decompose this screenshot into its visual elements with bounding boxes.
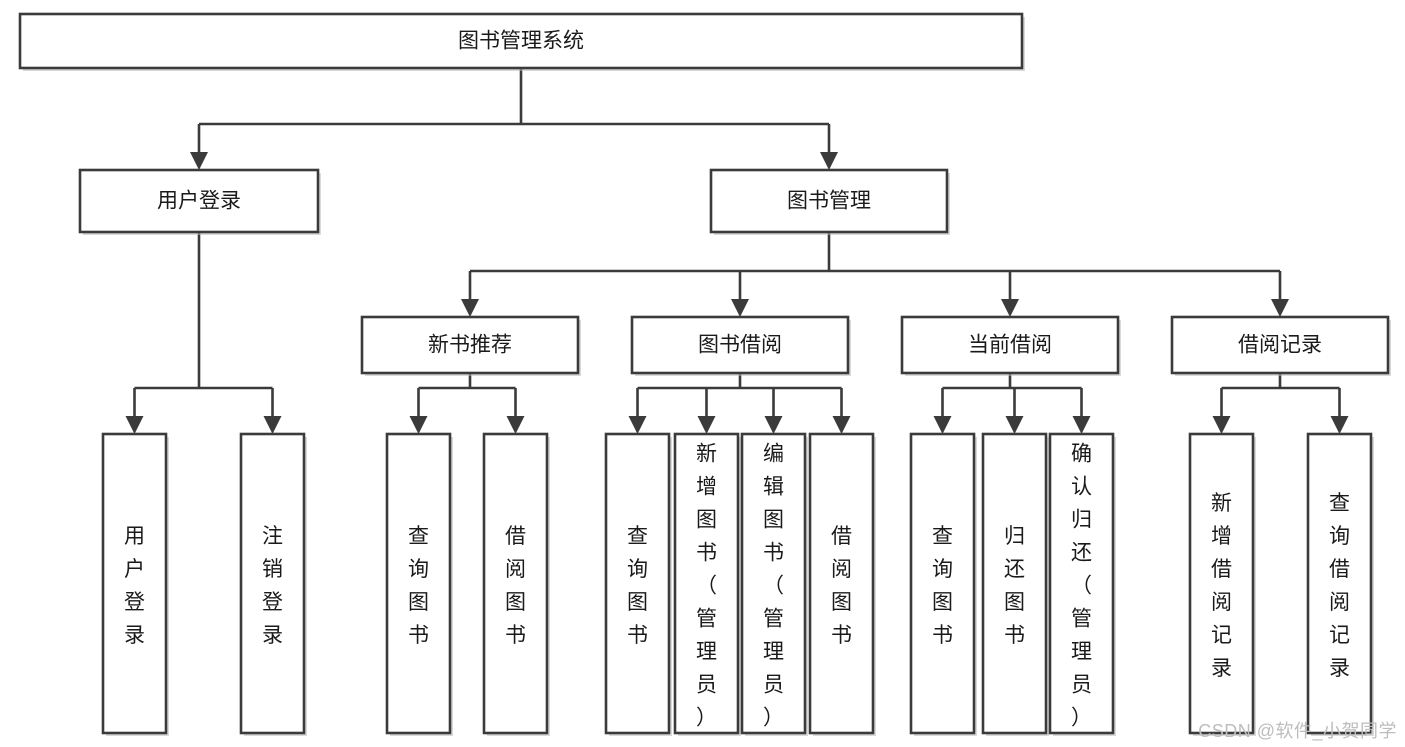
arrow-head-icon xyxy=(628,416,647,434)
node-leaf-query-book-current[interactable]: 查询图书 xyxy=(909,432,977,736)
node-leaf-query-book-recommend[interactable]: 查询图书 xyxy=(385,432,453,736)
node-label: 借阅图书 xyxy=(831,525,852,647)
node-label: 借阅记录 xyxy=(1238,334,1322,357)
node-box[interactable] xyxy=(740,432,807,735)
node-label: 图书借阅 xyxy=(698,334,782,357)
arrow-head-icon xyxy=(263,416,282,434)
node-user-login[interactable]: 用户登录 xyxy=(78,168,321,235)
node-box[interactable] xyxy=(981,432,1048,735)
node-leaf-query-borrow-record[interactable]: 查询借阅记录 xyxy=(1306,432,1374,736)
node-leaf-query-book-borrow[interactable]: 查询图书 xyxy=(604,432,672,736)
edge-group-new-book-recommend xyxy=(409,373,525,434)
node-new-book-recommend[interactable]: 新书推荐 xyxy=(360,315,581,376)
arrow-head-icon xyxy=(190,152,208,170)
node-leaf-return-book[interactable]: 归还图书 xyxy=(981,432,1049,736)
arrow-head-icon xyxy=(764,416,783,434)
node-box[interactable] xyxy=(78,168,320,234)
edges-layer xyxy=(125,68,1349,434)
node-box[interactable] xyxy=(1188,432,1255,735)
node-label: 查询图书 xyxy=(627,525,648,647)
edge-group-root xyxy=(190,68,838,170)
node-label: 注销登录 xyxy=(262,525,283,647)
node-label: 新增借阅记录 xyxy=(1211,492,1232,680)
node-book-borrow[interactable]: 图书借阅 xyxy=(630,315,851,376)
arrow-head-icon xyxy=(409,416,428,434)
node-label: 编辑图书（管理员） xyxy=(763,443,784,730)
node-box[interactable] xyxy=(709,168,949,234)
node-label: 借阅图书 xyxy=(505,525,526,647)
arrow-head-icon xyxy=(1212,416,1231,434)
node-label: 查询图书 xyxy=(932,525,953,647)
arrow-head-icon xyxy=(731,299,749,317)
arrow-head-icon xyxy=(1271,299,1289,317)
node-box[interactable] xyxy=(630,315,850,375)
node-leaf-add-book[interactable]: 新增图书（管理员） xyxy=(673,432,741,736)
edge-group-user-login xyxy=(125,232,282,434)
arrow-head-icon xyxy=(461,299,479,317)
node-label: 查询图书 xyxy=(408,525,429,647)
arrow-head-icon xyxy=(506,416,525,434)
arrow-head-icon xyxy=(820,152,838,170)
node-box[interactable] xyxy=(482,432,549,735)
node-box[interactable] xyxy=(909,432,976,735)
node-label: 当前借阅 xyxy=(968,334,1052,357)
node-label: 新增图书（管理员） xyxy=(696,443,717,730)
node-label: 用户登录 xyxy=(157,190,241,213)
arrow-head-icon xyxy=(1005,416,1024,434)
node-box[interactable] xyxy=(1306,432,1373,735)
node-leaf-user-login[interactable]: 用户登录 xyxy=(101,432,169,736)
edge-group-book-borrow xyxy=(628,373,851,434)
node-book-management[interactable]: 图书管理 xyxy=(709,168,950,235)
arrow-head-icon xyxy=(125,416,144,434)
arrow-head-icon xyxy=(1072,416,1091,434)
node-box[interactable] xyxy=(604,432,671,735)
node-box[interactable] xyxy=(239,432,306,735)
node-label: 新书推荐 xyxy=(428,334,512,357)
nodes-layer: 图书管理系统用户登录图书管理新书推荐图书借阅当前借阅借阅记录用户登录注销登录查询… xyxy=(18,12,1391,736)
node-label: 用户登录 xyxy=(124,525,145,647)
node-leaf-borrow-book-recommend[interactable]: 借阅图书 xyxy=(482,432,550,736)
node-box[interactable] xyxy=(1048,432,1115,735)
node-current-borrow[interactable]: 当前借阅 xyxy=(900,315,1121,376)
node-box[interactable] xyxy=(101,432,168,735)
node-leaf-borrow-book[interactable]: 借阅图书 xyxy=(808,432,876,736)
node-leaf-logout[interactable]: 注销登录 xyxy=(239,432,307,736)
node-box[interactable] xyxy=(385,432,452,735)
arrow-head-icon xyxy=(933,416,952,434)
edge-group-current-borrow xyxy=(933,373,1091,434)
node-borrow-record[interactable]: 借阅记录 xyxy=(1170,315,1391,376)
node-box[interactable] xyxy=(900,315,1120,375)
node-box[interactable] xyxy=(18,12,1024,70)
node-label: 图书管理 xyxy=(787,190,871,213)
watermark: CSDN @软件_小贺同学 xyxy=(1198,721,1397,741)
arrow-head-icon xyxy=(832,416,851,434)
node-leaf-confirm-return[interactable]: 确认归还（管理员） xyxy=(1048,432,1116,736)
node-box[interactable] xyxy=(673,432,740,735)
arrow-head-icon xyxy=(697,416,716,434)
node-root[interactable]: 图书管理系统 xyxy=(18,12,1025,71)
node-box[interactable] xyxy=(1170,315,1390,375)
node-box[interactable] xyxy=(808,432,875,735)
edge-group-borrow-record xyxy=(1212,373,1349,434)
node-box[interactable] xyxy=(360,315,580,375)
node-label: 查询借阅记录 xyxy=(1329,492,1350,680)
node-label: 归还图书 xyxy=(1004,525,1025,647)
node-leaf-edit-book[interactable]: 编辑图书（管理员） xyxy=(740,432,808,736)
node-leaf-add-borrow-record[interactable]: 新增借阅记录 xyxy=(1188,432,1256,736)
node-label: 图书管理系统 xyxy=(458,30,584,53)
edge-group-book-management xyxy=(461,232,1289,317)
node-label: 确认归还（管理员） xyxy=(1071,443,1092,730)
arrow-head-icon xyxy=(1330,416,1349,434)
arrow-head-icon xyxy=(1001,299,1019,317)
